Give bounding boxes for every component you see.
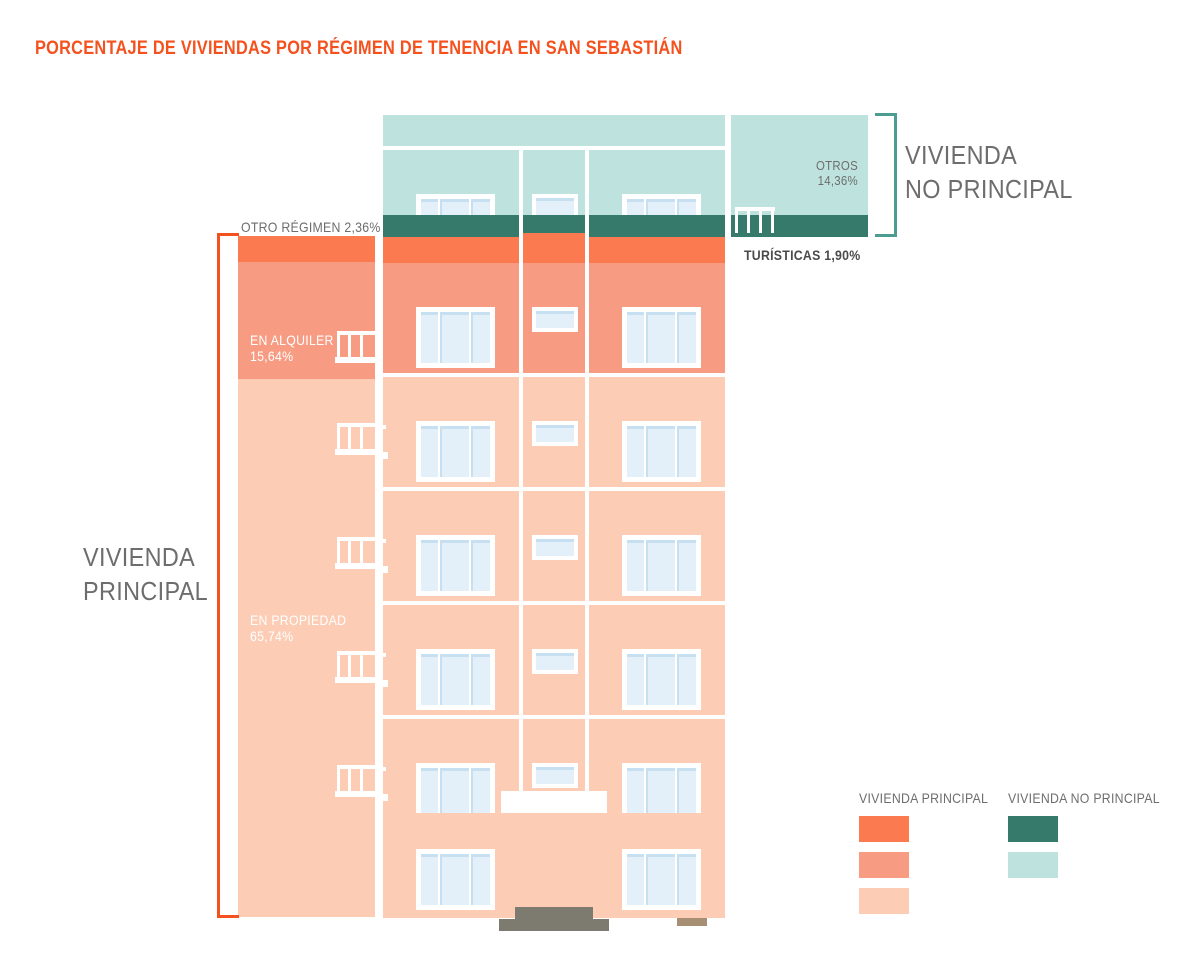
window-stairwell [532, 194, 578, 219]
entrance-step-lower [499, 919, 609, 931]
label-otro-regimen: OTRO RÉGIMEN 2,36% [241, 219, 381, 235]
window-3pane [416, 649, 495, 710]
bar-otro-regimen[interactable] [238, 236, 375, 262]
band-right [589, 237, 725, 263]
floor-left-unit [342, 605, 519, 715]
label-otros-name: OTROS [815, 158, 858, 173]
entrance-step-upper [515, 907, 593, 919]
band-center [523, 233, 585, 263]
window-stairwell [532, 763, 578, 788]
floor-right-unit [589, 605, 725, 715]
floor-right-unit [589, 491, 725, 601]
label-turisticas: TURÍSTICAS 1,90% [744, 247, 861, 263]
bracket-left-line2: PRINCIPAL [83, 575, 209, 606]
bracket-right-line1: VIVIENDA [905, 140, 1018, 170]
window-stairwell [532, 421, 578, 446]
building-floor-1 [383, 263, 725, 373]
window-3pane [416, 421, 495, 482]
window-stairwell [532, 307, 578, 332]
balcony [335, 765, 381, 797]
band-left [383, 215, 519, 237]
building-ground-floor [383, 791, 845, 931]
band-right [589, 215, 725, 237]
balcony [335, 423, 381, 455]
legend-group-no-principal: VIVIENDA NO PRINCIPAL [1008, 790, 1181, 878]
bracket-left-line1: VIVIENDA [83, 542, 196, 572]
building-band-turisticas [383, 215, 725, 237]
label-en-propiedad-value: 65,74% [250, 627, 294, 644]
bar-en-alquiler[interactable] [238, 262, 381, 379]
bracket-left-title: VIVIENDA PRINCIPAL [83, 541, 208, 609]
bracket-right-line2: NO PRINCIPAL [905, 173, 1073, 204]
legend-swatch-turisticas[interactable] [1008, 816, 1058, 842]
label-otros: OTROS 14,36% [746, 158, 858, 189]
window-3pane [622, 421, 701, 482]
legend-swatch-otro-regimen[interactable] [859, 816, 909, 842]
bracket-right-title: VIVIENDA NO PRINCIPAL [905, 139, 1073, 207]
balcony [335, 331, 381, 363]
building-floor-2 [342, 377, 725, 487]
ground-left-unit [383, 813, 519, 918]
stairwell-unit [523, 491, 585, 601]
balcony [735, 207, 775, 237]
floor-left-unit [383, 263, 519, 373]
window-3pane [416, 849, 495, 910]
building-floor-4 [342, 605, 725, 715]
window-3pane [622, 307, 701, 368]
window-stairwell [532, 649, 578, 674]
bar-turisticas[interactable] [731, 215, 868, 237]
legend-group-principal: VIVIENDA PRINCIPAL [859, 790, 1006, 914]
band-center [523, 215, 585, 237]
legend-title-principal: VIVIENDA PRINCIPAL [859, 790, 989, 806]
window-3pane [622, 649, 701, 710]
label-en-alquiler: EN ALQUILER 15,64% [250, 332, 334, 364]
balcony [335, 651, 381, 683]
floor-left-unit [342, 491, 519, 601]
label-otros-value: 14,36% [817, 172, 858, 188]
ground-right-unit [589, 813, 725, 918]
stairwell-unit [523, 263, 585, 373]
label-en-alquiler-name: EN ALQUILER [250, 332, 334, 348]
stairwell-unit [523, 377, 585, 487]
building-band-otro-regimen [383, 233, 725, 263]
bar-en-propiedad[interactable] [238, 379, 381, 917]
floor-right-unit [589, 377, 725, 487]
window-3pane [622, 535, 701, 596]
page-title: PORCENTAJE DE VIVIENDAS POR RÉGIMEN DE T… [35, 38, 683, 59]
bracket-vivienda-principal [217, 233, 239, 918]
balcony [335, 537, 381, 569]
window-3pane [622, 849, 701, 910]
stairwell-unit [523, 605, 585, 715]
legend-swatch-en-alquiler[interactable] [859, 852, 909, 878]
building-floor-3 [342, 491, 725, 601]
legend-swatch-en-propiedad[interactable] [859, 888, 909, 914]
label-en-propiedad: EN PROPIEDAD 65,74% [250, 612, 347, 644]
legend-swatch-otros[interactable] [1008, 852, 1058, 878]
bracket-vivienda-no-principal [875, 113, 897, 237]
label-en-alquiler-value: 15,64% [250, 347, 294, 364]
band-left [383, 237, 519, 263]
roof-band [383, 115, 725, 146]
legend-title-no-principal: VIVIENDA NO PRINCIPAL [1008, 790, 1160, 806]
floor-left-unit [342, 377, 519, 487]
entrance-unit [519, 813, 845, 927]
window-3pane [416, 535, 495, 596]
building-illustration [342, 115, 845, 931]
entrance-canopy [501, 791, 607, 813]
window-stairwell [532, 535, 578, 560]
floor-right-unit [589, 263, 725, 373]
window-3pane [416, 307, 495, 368]
label-en-propiedad-name: EN PROPIEDAD [250, 612, 347, 628]
building-roof [383, 115, 725, 146]
door-knob-icon [841, 923, 845, 927]
bar-otros[interactable] [731, 115, 868, 215]
